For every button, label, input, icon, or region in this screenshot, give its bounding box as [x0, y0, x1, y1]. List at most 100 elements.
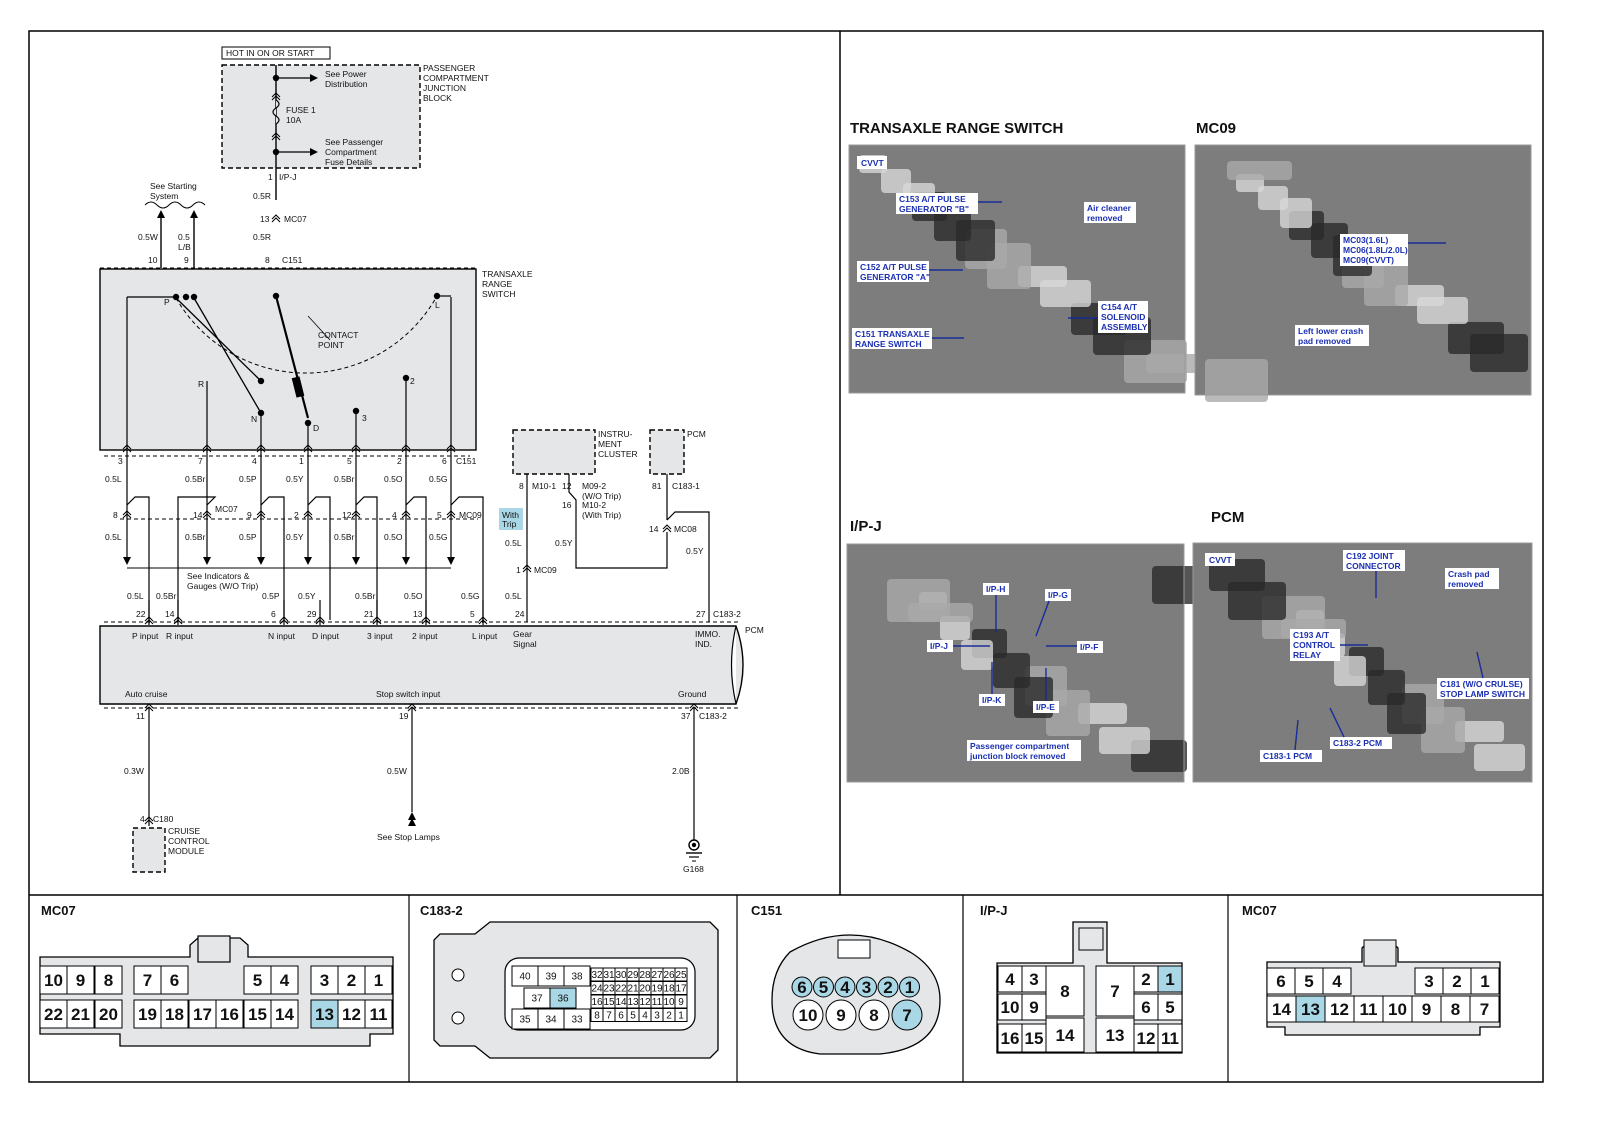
callout-label: C183-2 PCM [1333, 738, 1382, 748]
wire-color: 0.5O [384, 474, 403, 484]
pin-number: 8 [594, 1011, 600, 1022]
pin-number: 4 [280, 971, 290, 990]
see-fuse-label: Compartment [325, 147, 377, 157]
photo-tag: CVVT [861, 158, 884, 168]
pin-number: 22 [615, 984, 627, 995]
pcm-label: PCM [745, 625, 764, 635]
callout-label: GENERATOR "B" [899, 204, 969, 214]
wire-color: 0.5O [404, 591, 423, 601]
callout-box [983, 583, 1009, 595]
pin-number: 16 [1001, 1029, 1020, 1048]
pin-number: 9 [678, 997, 684, 1008]
pin-number: 11 [370, 1005, 388, 1024]
connector-chevron-icon [662, 524, 672, 533]
photo-border [848, 144, 1186, 394]
pin-cavity [94, 965, 123, 995]
pin-cavity [1295, 995, 1326, 1023]
pin-number: 24 [515, 609, 525, 619]
pin-number: 7 [1480, 1000, 1489, 1019]
connector-chevron-icon [202, 444, 212, 453]
callout-arrow [1294, 719, 1299, 751]
connector-title: MC07 [1242, 903, 1277, 918]
connector-label: C180 [153, 814, 174, 824]
connector-label: M10-2 [582, 500, 606, 510]
pin-cavity [160, 965, 189, 995]
pin-number: 27 [651, 970, 663, 981]
wire-color: 0.5L [105, 532, 122, 542]
wire-color: 0.5W [387, 766, 407, 776]
wire [568, 474, 668, 569]
pin-cavity [243, 999, 272, 1029]
pin-number: 4 [1332, 972, 1342, 991]
callout-box [857, 261, 929, 282]
pin-cavity [1133, 1023, 1159, 1053]
pin-number: 19 [651, 984, 663, 995]
pin-number: 10 [663, 997, 675, 1008]
wire [260, 496, 285, 620]
wire-color: 0.5L [505, 591, 522, 601]
photo-border [1194, 144, 1532, 396]
mc07-housing [39, 937, 394, 1047]
pin-number: 3 [1424, 972, 1433, 991]
connector-label: MC09 [459, 510, 482, 520]
pin-number: 17 [193, 1005, 212, 1024]
c151-latch [837, 939, 871, 959]
pin-number: 11 [652, 997, 663, 1008]
pin-cavity [1095, 965, 1135, 1017]
switch-position: 3 [362, 413, 367, 423]
pin-number: 1 [678, 1011, 684, 1022]
pin-number: 14 [615, 997, 627, 1008]
pin-number: 32 [591, 970, 603, 981]
pin-number: 3 [320, 971, 329, 990]
pin-number: 21 [71, 1005, 90, 1024]
pin-cavity [877, 976, 899, 998]
photo-detail [1099, 727, 1150, 754]
connector-label: (With Trip) [582, 510, 621, 520]
callout-label: ASSEMBLY [1101, 322, 1148, 332]
pin-number: 39 [545, 972, 557, 983]
callout-label: removed [1448, 579, 1483, 589]
pin-number: 21 [627, 984, 639, 995]
cruise-module-label: CONTROL [168, 836, 210, 846]
fuse-icon [272, 99, 280, 125]
connector-label: MC08 [674, 524, 697, 534]
see-indicators-label: See Indicators & [187, 571, 250, 581]
connector-chevron-icon [271, 132, 281, 141]
connector-chevron-icon [303, 510, 313, 519]
callout-arrow [1476, 651, 1484, 679]
pcm-input-label: D input [312, 631, 340, 641]
contact-point-label: POINT [318, 340, 344, 350]
pin-number: 7 [198, 456, 203, 466]
pcm-input-label: N input [268, 631, 296, 641]
wire [193, 297, 262, 414]
pin-number: 20 [99, 1005, 118, 1024]
photo-detail [1078, 703, 1127, 724]
pin-cavity [1266, 995, 1297, 1023]
pin-cavity [1353, 995, 1384, 1023]
photo-title: I/P-J [850, 518, 882, 535]
pin-number: 18 [663, 984, 675, 995]
pin-number: 2 [1141, 970, 1150, 989]
pin-cavity [899, 976, 920, 998]
pin-number: 9 [836, 1006, 845, 1025]
pin-cavity [1414, 967, 1444, 995]
wire-color: 0.5P [239, 532, 257, 542]
ground-icon [688, 839, 700, 851]
pin-number: 13 [627, 997, 639, 1008]
connector-label: C183-1 [672, 481, 700, 491]
pin-cavity [215, 999, 244, 1029]
pin-number: 4 [252, 456, 257, 466]
wire-color: 0.5L [105, 474, 122, 484]
wire-color: 0.5Br [185, 474, 205, 484]
arrow-down-icon [304, 557, 312, 565]
callout-box [1343, 550, 1405, 571]
mount-hole [451, 968, 465, 982]
wire-color: 0.5Y [686, 546, 704, 556]
pin-number: 13 [260, 214, 270, 224]
connector-label: C151 [456, 456, 477, 466]
pin-number: 8 [265, 255, 270, 265]
switch-position: 2 [410, 376, 415, 386]
pin-number: 12 [342, 1005, 361, 1024]
page-frame [28, 30, 1544, 1083]
pin-number: 3 [1029, 970, 1038, 989]
